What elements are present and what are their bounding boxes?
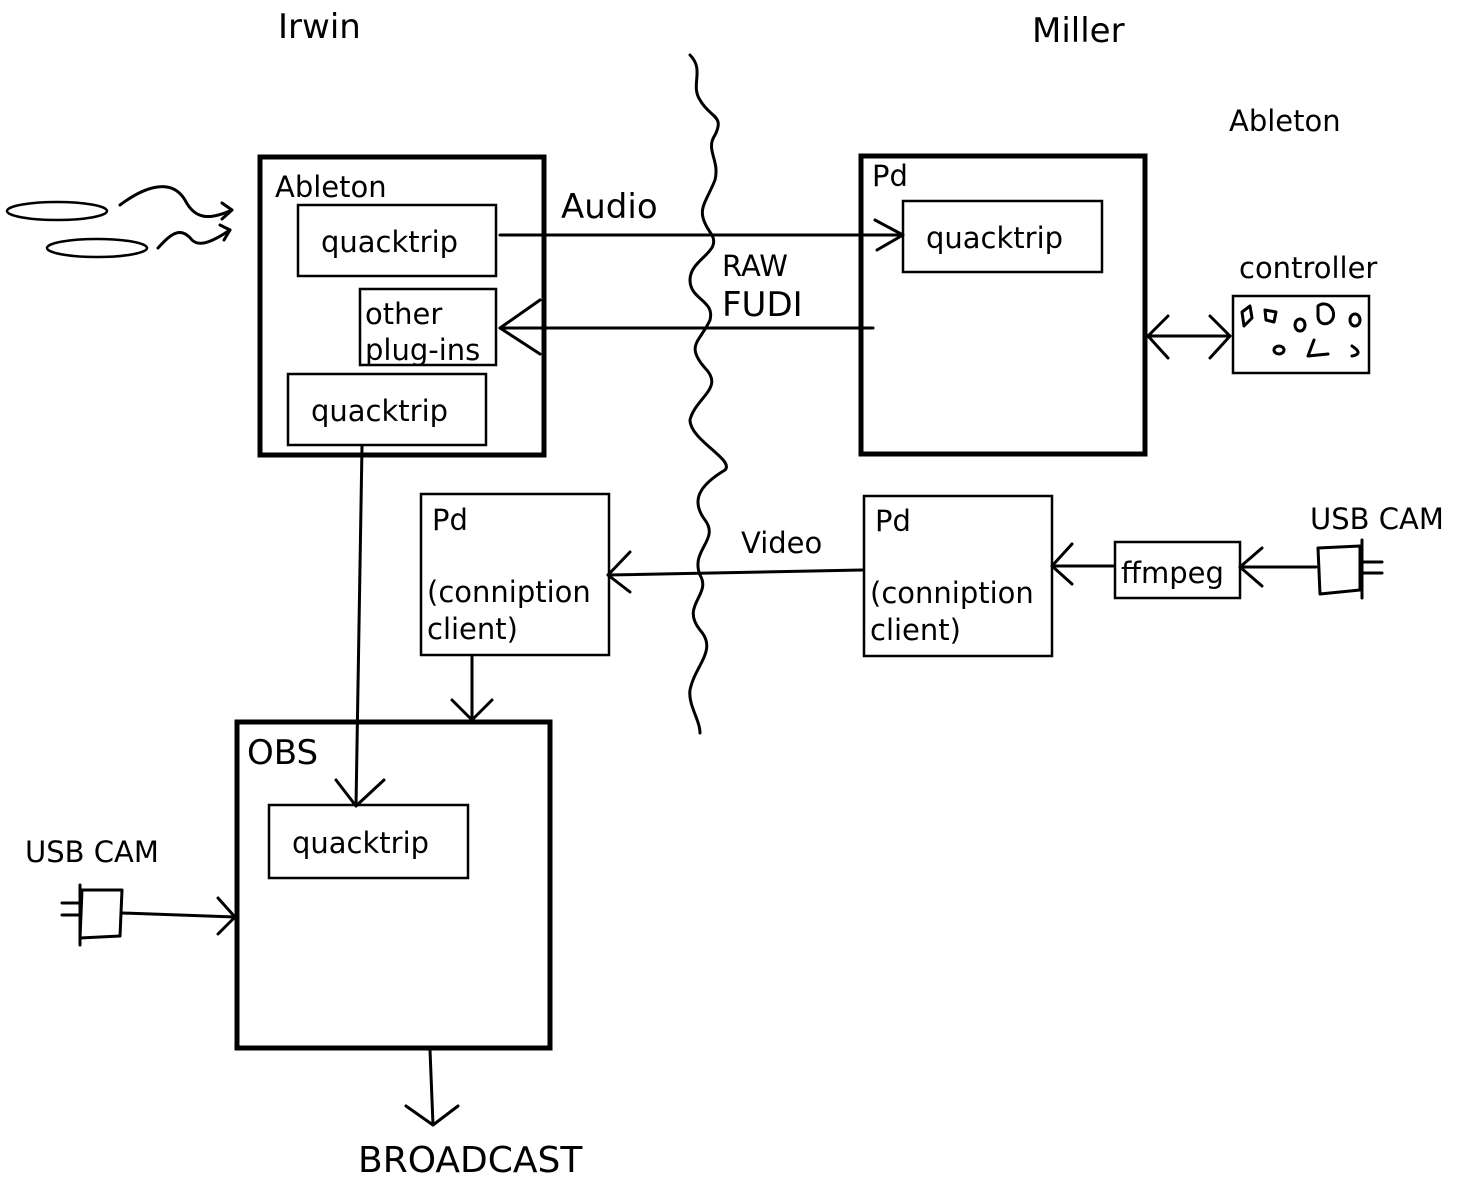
controller-link-arrowhead-right (1208, 314, 1232, 360)
pd-conniption-line1-left: (conniption (427, 575, 591, 609)
fudi-label: FUDI (722, 285, 803, 325)
other-plugins-box (358, 287, 498, 367)
broadcast-line (428, 1048, 435, 1127)
pd-to-obs-arrowhead (450, 698, 494, 722)
quacktrip-out-box (286, 372, 488, 447)
obs-box-title: OBS (247, 733, 318, 773)
quacktrip-send-label: quacktrip (321, 225, 458, 259)
obs-audio-line (354, 444, 364, 808)
turntable-icon (5, 185, 234, 259)
ableton-box-left (257, 154, 547, 458)
pd-conniption-title-left: Pd (432, 503, 468, 537)
pd-box-right-title: Pd (872, 159, 908, 193)
pd-conniption-line2-right: client) (870, 613, 961, 647)
quacktrip-send-box (296, 203, 498, 278)
pd-conniption-box-right (862, 494, 1054, 658)
site-label-irwin: Irwin (278, 7, 361, 47)
ffmpeg-label: ffmpeg (1121, 556, 1224, 590)
audio-link-label: Audio (561, 187, 658, 227)
site-label-miller: Miller (1032, 11, 1125, 51)
ableton-label-right: Ableton (1229, 104, 1341, 138)
controller-icon (1231, 294, 1371, 375)
video-link-line (606, 568, 864, 577)
audio-link-arrowhead (873, 218, 905, 252)
obs-box (234, 719, 553, 1051)
ffmpeg-box (1113, 540, 1242, 600)
other-plugins-line2: plug-ins (365, 333, 480, 367)
pd-conniption-title-right: Pd (875, 504, 911, 538)
quacktrip-out-label: quacktrip (311, 394, 448, 428)
raw-label: RAW (722, 249, 788, 283)
broadcast-label: BROADCAST (358, 1140, 583, 1180)
pd-conniption-line1-right: (conniption (870, 576, 1034, 610)
usb-cam-label-right: USB CAM (1310, 502, 1444, 536)
cam-to-obs-line (120, 911, 237, 919)
obs-quacktrip-label: quacktrip (292, 826, 429, 860)
other-plugins-line1: other (365, 297, 442, 331)
quacktrip-receive-label: quacktrip (926, 221, 1063, 255)
broadcast-arrowhead (404, 1104, 460, 1127)
cam-to-obs-arrowhead (216, 896, 237, 936)
fudi-link-arrowhead (498, 298, 542, 356)
controller-label: controller (1239, 251, 1377, 285)
controller-link-arrowhead-left (1146, 314, 1170, 360)
usb-camera-icon-left (60, 883, 124, 947)
ffmpeg-to-pd-arrowhead (1050, 542, 1074, 586)
obs-audio-arrowhead (334, 778, 386, 808)
video-link-label: Video (741, 526, 822, 560)
ableton-box-title: Ableton (275, 170, 387, 204)
pd-conniption-line2-left: client) (427, 612, 518, 646)
cam-to-ffmpeg-arrowhead (1238, 546, 1264, 588)
video-link-arrowhead (606, 550, 632, 594)
usb-cam-label-left: USB CAM (25, 835, 159, 869)
network-divider (688, 53, 728, 735)
usb-camera-icon-right (1316, 538, 1384, 600)
pd-box-right (858, 153, 1148, 457)
obs-quacktrip-box (267, 803, 470, 880)
